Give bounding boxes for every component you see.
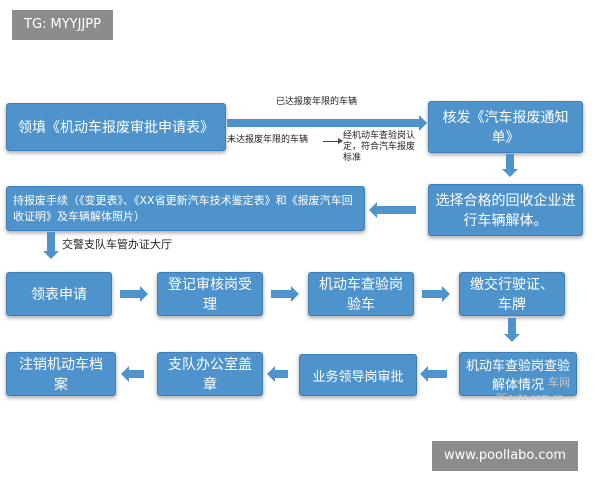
scrap-notice-text: 核发《汽车报废通知单》: [442, 110, 569, 146]
surrender-text: 缴交行驶证、车牌: [470, 277, 554, 313]
inspect-vehicle-text: 机动车查验岗验车: [319, 277, 403, 313]
left-arrow-approval: [267, 366, 288, 382]
left-arrow-dismantle: [420, 366, 447, 382]
select-company-box: 选择合格的回收企业进行车辆解体。: [428, 184, 583, 236]
watermark-tag-top: TG: MYYJJPP: [12, 10, 113, 40]
procedures-box: 持报废手续（《变更表》、《XX省更新汽车技术鉴定表》和《报废汽车回收证明》及车辆…: [6, 186, 365, 231]
collect-form-box: 领表申请: [6, 272, 112, 316]
reached-age-label: 已达报废年限的车辆: [276, 97, 358, 107]
register-text: 登记审核岗受理: [168, 277, 252, 313]
down-arrow-notice: [502, 154, 518, 177]
leader-approval-text: 业务领导岗审批: [312, 369, 404, 385]
select-company-text: 选择合格的回收企业进行车辆解体。: [435, 193, 576, 229]
inspection-note-line-2: 定，符合汽车报废: [343, 142, 416, 152]
leader-approval-box: 业务领导岗审批: [299, 354, 417, 396]
collect-form-text: 领表申请: [31, 287, 87, 303]
hall-label: 交警支队车管办证大厅: [62, 238, 172, 251]
cancel-archive-box: 注销机动车档案: [6, 352, 116, 396]
apply-form-text: 领填《机动车报废审批申请表》: [18, 120, 214, 136]
inspection-note-line-3: 标准: [343, 153, 362, 163]
faint-url-watermark: PCauto.com.cn: [496, 393, 564, 403]
down-arrow-procedures: [43, 232, 59, 259]
right-arrow-inspect: [422, 286, 450, 302]
scrap-notice-box: 核发《汽车报废通知单》: [428, 101, 583, 153]
surrender-box: 缴交行驶证、车牌: [459, 272, 565, 316]
office-stamp-box: 支队办公室盖章: [157, 352, 263, 396]
inspect-vehicle-box: 机动车查验岗验车: [308, 272, 414, 316]
watermark-tag-bottom: www.poollabo.com: [432, 441, 579, 471]
left-arrow-company: [369, 202, 416, 218]
left-arrow-stamp: [121, 366, 144, 382]
inspection-note-line-1: 经机动车查验岗认: [343, 131, 416, 141]
register-box: 登记审核岗受理: [157, 272, 263, 316]
procedures-text: 持报废手续（《变更表》、《XX省更新汽车技术鉴定表》和《报废汽车回收证明》及车辆…: [13, 193, 353, 223]
right-arrow-collect: [120, 286, 148, 302]
down-arrow-surrender: [504, 318, 520, 342]
reached-age-arrow: [227, 115, 427, 131]
inspect-dismantle-box: 机动车查验岗查验解体情况: [459, 352, 577, 396]
apply-form-box: 领填《机动车报废审批申请表》: [6, 103, 226, 151]
cancel-archive-text: 注销机动车档案: [19, 357, 103, 393]
office-stamp-text: 支队办公室盖章: [168, 357, 252, 393]
faint-brand-watermark: 车网: [548, 376, 570, 389]
not-reached-age-label: 未达报废年限的车辆: [227, 135, 309, 145]
inspection-pointer-arrow: [323, 138, 343, 144]
inspect-dismantle-text: 机动车查验岗查验解体情况: [466, 359, 571, 393]
right-arrow-register: [271, 286, 299, 302]
